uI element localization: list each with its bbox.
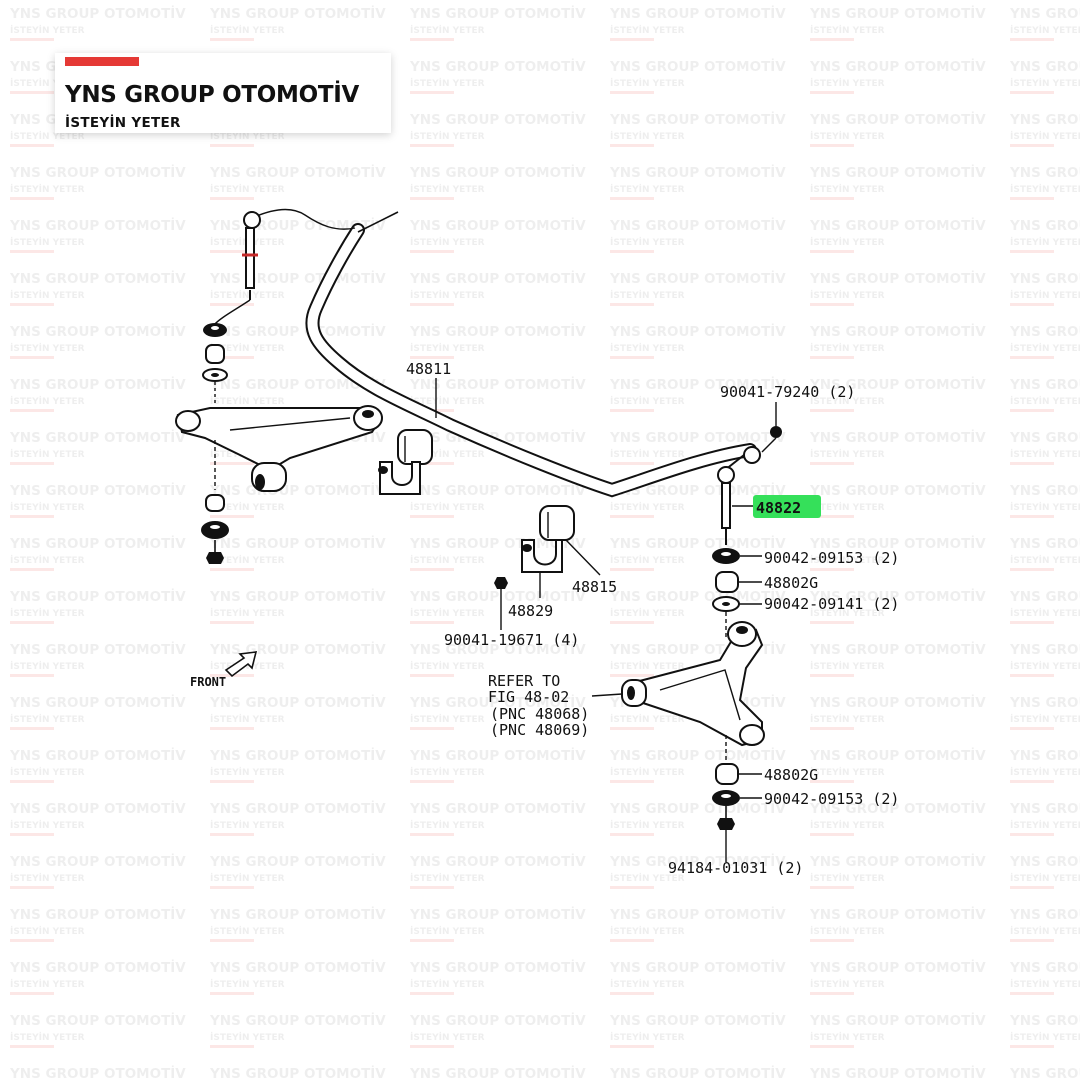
brand-tagline: İSTEYİN YETER bbox=[65, 115, 181, 131]
callout-90042-09141: 90042-09141 (2) bbox=[764, 595, 899, 613]
left-bushing-stack-upper bbox=[202, 323, 228, 405]
highlight-48822 bbox=[753, 495, 821, 518]
left-bushing-stack-lower bbox=[201, 494, 229, 564]
callout-94184-01031: 94184-01031 (2) bbox=[668, 859, 803, 877]
callout-90042-09153-lower: 90042-09153 (2) bbox=[764, 790, 899, 808]
refer-line-3: (PNC 48068) bbox=[490, 705, 589, 723]
callout-90041-79240: 90041-79240 (2) bbox=[720, 383, 855, 401]
callout-48802g-upper: 48802G bbox=[764, 574, 818, 592]
right-bushing-stack-upper bbox=[712, 548, 740, 612]
right-stabilizer-link bbox=[717, 426, 782, 545]
leader-lines bbox=[435, 378, 777, 799]
bar-bushing-left bbox=[397, 429, 433, 465]
callout-48822: 48822 bbox=[756, 499, 801, 517]
callout-90042-09153-upper: 90042-09153 (2) bbox=[764, 549, 899, 567]
front-direction-arrow: FRONT bbox=[190, 651, 258, 689]
brand-accent-bar bbox=[65, 57, 139, 66]
refer-line-4: (PNC 48069) bbox=[490, 721, 589, 739]
callout-48815: 48815 bbox=[572, 578, 617, 596]
stabilizer-bar bbox=[305, 211, 757, 498]
left-stabilizer-link bbox=[213, 208, 356, 326]
bolt-90041-19671 bbox=[494, 577, 508, 630]
right-lower-arm bbox=[621, 612, 765, 765]
bar-bracket-left bbox=[378, 461, 421, 495]
callout-labels: 48811 90041-79240 (2) 48822 90042-09153 … bbox=[406, 360, 899, 877]
left-lower-arm bbox=[175, 405, 383, 492]
right-bushing-stack-lower bbox=[712, 763, 740, 862]
refer-line-1: REFER TO bbox=[488, 672, 560, 690]
callout-48802g-lower: 48802G bbox=[764, 766, 818, 784]
brand-title: YNS GROUP OTOMOTİV bbox=[65, 82, 360, 108]
callout-90041-19671: 90041-19671 (4) bbox=[444, 631, 579, 649]
refer-line-2: FIG 48-02 bbox=[488, 688, 569, 706]
callout-48811: 48811 bbox=[406, 360, 451, 378]
callout-48829: 48829 bbox=[508, 602, 553, 620]
bar-bracket-48829 bbox=[521, 539, 563, 573]
bar-bushing-48815 bbox=[539, 505, 575, 541]
brand-logo-box: YNS GROUP OTOMOTİV İSTEYİN YETER bbox=[55, 53, 391, 133]
front-label: FRONT bbox=[190, 675, 226, 689]
